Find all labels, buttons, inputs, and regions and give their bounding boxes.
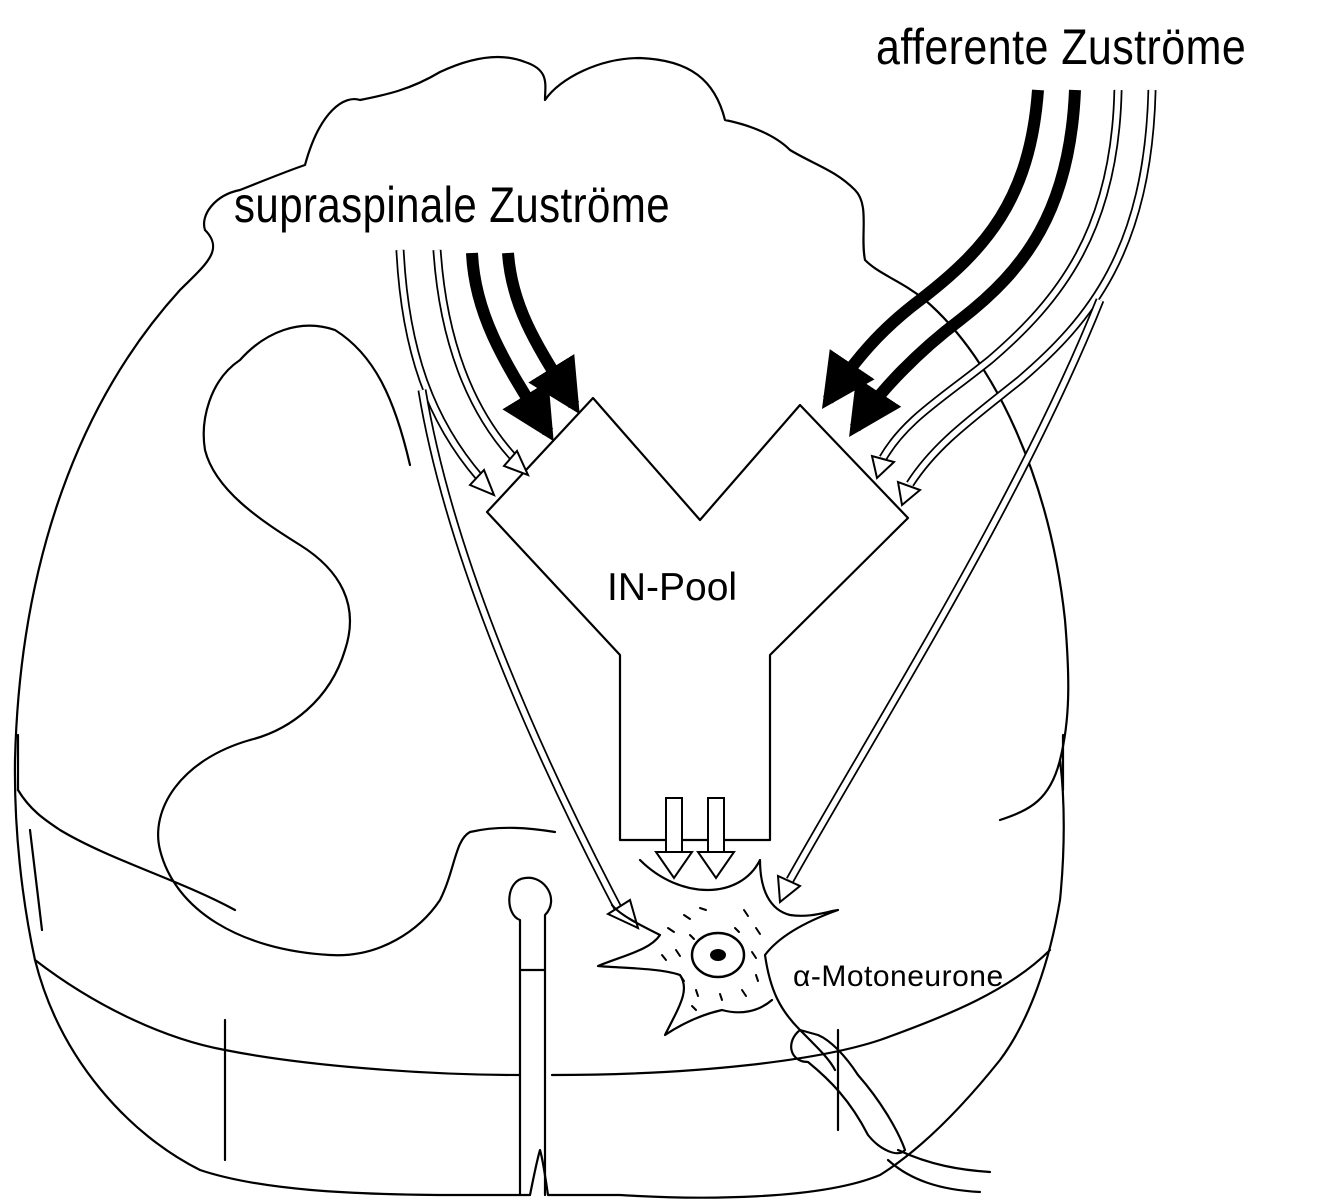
motoneuron-label: α-Motoneurone (793, 962, 1004, 992)
band-right (1000, 760, 1060, 820)
in-pool-label: IN-Pool (607, 568, 737, 607)
afferent-inputs-label: afferente Zuströme (876, 22, 1246, 72)
supraspinal-inputs-label: supraspinale Zuströme (234, 180, 670, 230)
in-pool-output-arrows (656, 798, 734, 878)
motoneuron-cell (598, 860, 990, 1192)
band-left (18, 790, 235, 910)
divider (30, 830, 42, 930)
band-left-2 (35, 960, 520, 1075)
afferent-arrow (828, 90, 1038, 400)
central-canal (509, 878, 551, 1195)
afferent-hollow-arrows (778, 90, 1152, 902)
supraspinal-hollow-arrows (400, 250, 638, 928)
